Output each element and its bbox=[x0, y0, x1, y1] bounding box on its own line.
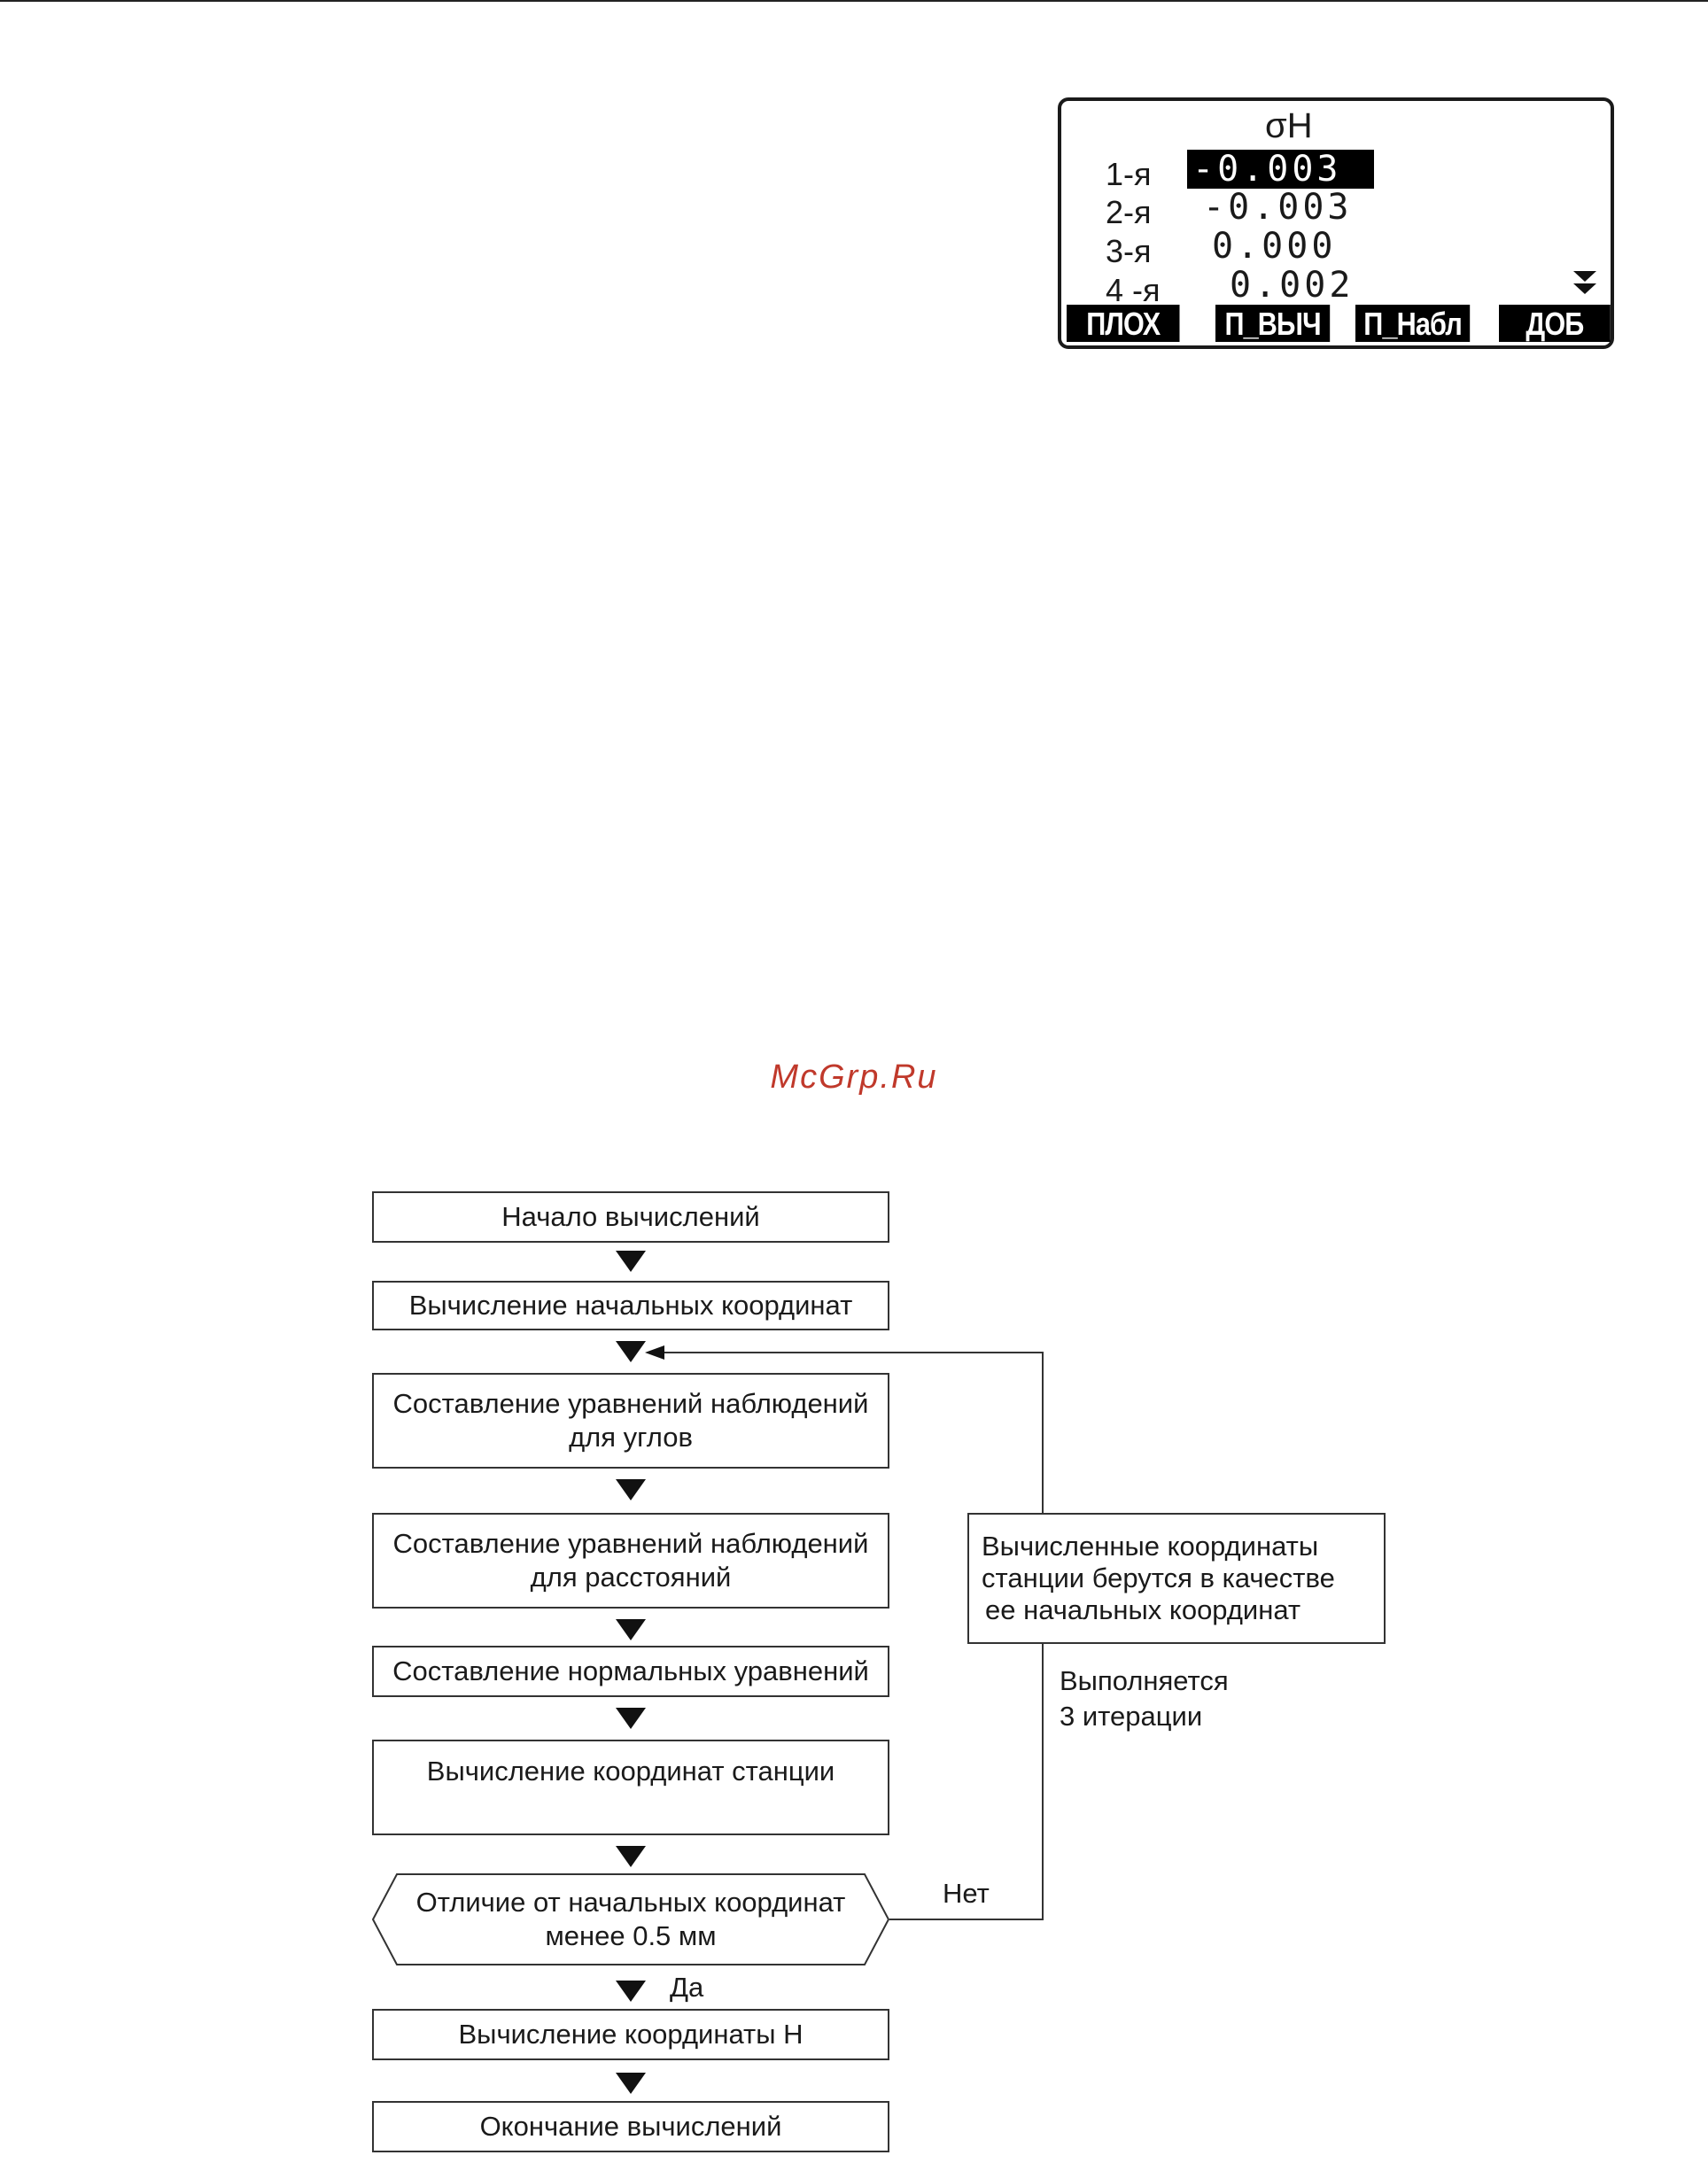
double-chevron-down-icon[interactable] bbox=[1572, 269, 1598, 298]
softkey-bar: ПЛОХ П_ВЫЧ П_Набл ДОБ bbox=[1067, 305, 1611, 342]
note-line: ее начальных координат bbox=[985, 1594, 1301, 1625]
step-line: Вычисление начальных координат bbox=[408, 1290, 853, 1321]
arrow-down bbox=[616, 1981, 646, 2002]
no-label: Нет bbox=[943, 1878, 990, 1909]
step-end: Окончание вычислений bbox=[372, 2101, 889, 2152]
step-angle-equations: Составление уравнений наблюдений для угл… bbox=[372, 1373, 889, 1469]
step-normal-equations: Составление нормальных уравнений bbox=[372, 1646, 889, 1697]
iterations-line-1: Выполняется bbox=[1060, 1665, 1229, 1696]
lcd-row-label: 4 -я bbox=[1106, 272, 1161, 308]
step-line: Начало вычислений bbox=[501, 1201, 760, 1232]
arrow-left-icon bbox=[645, 1345, 664, 1360]
step-decision: Отличие от начальных координат менее 0.5… bbox=[399, 1876, 863, 1963]
step-line: Вычисление координат станции bbox=[426, 1756, 835, 1787]
lcd-row-value: 0.002 bbox=[1230, 265, 1355, 306]
loop-line-lower bbox=[1042, 1644, 1044, 1920]
lcd-row-value-selected: -0.003 bbox=[1187, 150, 1374, 189]
lcd-row-label: 1-я bbox=[1106, 156, 1152, 192]
arrow-down bbox=[616, 1619, 646, 1640]
note-line: Вычисленные координаты bbox=[982, 1531, 1319, 1562]
step-line: Отличие от начальных координат bbox=[415, 1887, 846, 1918]
arrow-down bbox=[616, 2073, 646, 2094]
softkey-p-nabl[interactable]: П_Набл bbox=[1355, 305, 1471, 342]
lcd-row-value: 0.000 bbox=[1212, 226, 1337, 267]
loop-line-right bbox=[889, 1919, 1044, 1920]
arrow-down bbox=[616, 1341, 646, 1362]
top-rule bbox=[0, 0, 1708, 2]
step-line: для углов bbox=[569, 1422, 693, 1453]
arrow-down bbox=[616, 1846, 646, 1867]
arrow-down bbox=[616, 1708, 646, 1729]
lcd-screen: σH 1-я -0.003 2-я -0.003 3-я 0.000 4 -я … bbox=[1058, 97, 1614, 349]
step-line: для расстояний bbox=[530, 1562, 732, 1593]
softkey-dob[interactable]: ДОБ bbox=[1499, 305, 1611, 342]
note-box: Вычисленные координаты станции берутся в… bbox=[967, 1513, 1386, 1644]
step-line: Окончание вычислений bbox=[479, 2111, 782, 2142]
step-line: Составление нормальных уравнений bbox=[392, 1655, 869, 1686]
arrow-down bbox=[616, 1251, 646, 1272]
step-distance-equations: Составление уравнений наблюдений для рас… bbox=[372, 1513, 889, 1609]
arrow-down bbox=[616, 1479, 646, 1500]
note-line: станции берутся в качестве bbox=[982, 1562, 1335, 1593]
softkey-p-vych[interactable]: П_ВЫЧ bbox=[1215, 305, 1331, 342]
softkey-plokh[interactable]: ПЛОХ bbox=[1067, 305, 1180, 342]
step-line: менее 0.5 мм bbox=[545, 1920, 717, 1951]
lcd-title: σH bbox=[1265, 106, 1313, 145]
lcd-row-value: -0.003 bbox=[1203, 187, 1353, 228]
loop-line-upper bbox=[1042, 1352, 1044, 1513]
step-start: Начало вычислений bbox=[372, 1191, 889, 1243]
lcd-row-label: 2-я bbox=[1106, 194, 1152, 230]
step-line: Составление уравнений наблюдений bbox=[392, 1528, 869, 1559]
lcd-row-label: 3-я bbox=[1106, 233, 1152, 269]
step-station-coords: Вычисление координат станции bbox=[372, 1740, 889, 1835]
step-height-coord: Вычисление координаты H bbox=[372, 2009, 889, 2060]
step-initial-coords: Вычисление начальных координат bbox=[372, 1281, 889, 1330]
step-line: Вычисление координаты H bbox=[458, 2019, 804, 2050]
iterations-line-2: 3 итерации bbox=[1060, 1701, 1203, 1732]
watermark: McGrp.Ru bbox=[770, 1058, 938, 1096]
yes-label: Да bbox=[670, 1972, 704, 2003]
step-line: Составление уравнений наблюдений bbox=[392, 1388, 869, 1419]
decision-shape bbox=[372, 1873, 889, 1965]
loop-line-top bbox=[661, 1352, 1044, 1353]
